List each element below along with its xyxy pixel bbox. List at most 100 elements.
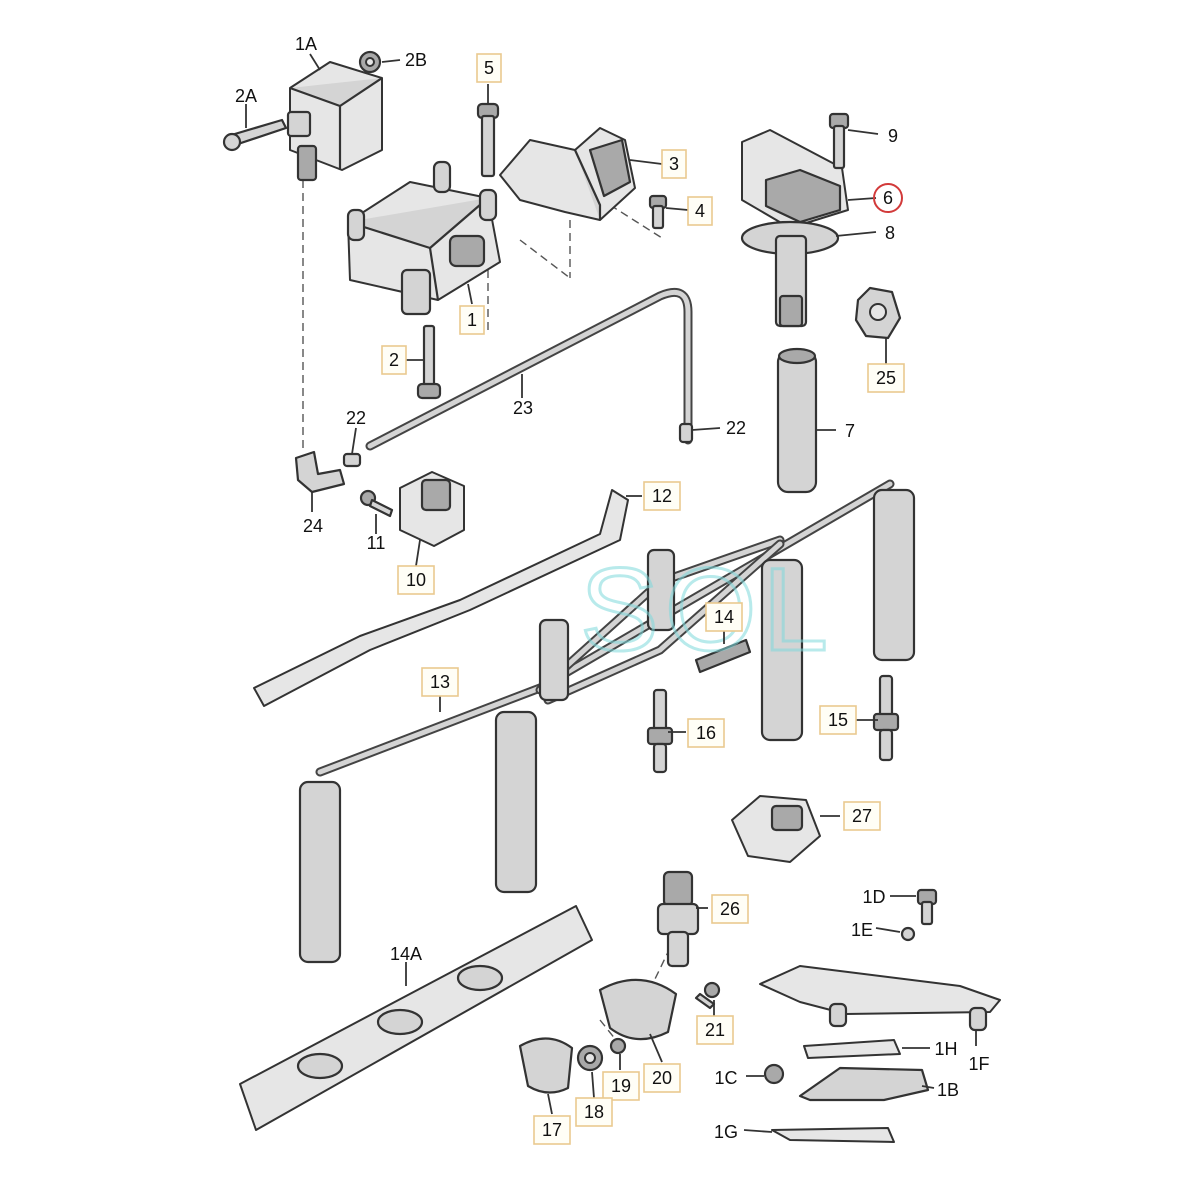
callout-15: 15 bbox=[819, 705, 857, 735]
callout-1f: 1F bbox=[968, 1054, 989, 1074]
callout-1c: 1C bbox=[714, 1068, 737, 1088]
callout-19: 19 bbox=[602, 1071, 640, 1101]
callout-box bbox=[687, 718, 725, 748]
callout-25: 25 bbox=[867, 363, 905, 393]
callout-text: 27 bbox=[852, 806, 872, 826]
callout-box bbox=[843, 801, 881, 831]
callout-2a: 2A bbox=[235, 86, 257, 106]
spark-plug-15 bbox=[872, 674, 900, 762]
callout-text: 8 bbox=[885, 223, 895, 243]
nut-1c bbox=[763, 1063, 785, 1085]
callout-text: 9 bbox=[888, 126, 898, 146]
washer-1e bbox=[900, 926, 916, 942]
bolt-9 bbox=[828, 112, 850, 170]
callout-text: 16 bbox=[696, 723, 716, 743]
nut-2b bbox=[358, 50, 382, 74]
callout-text: 1C bbox=[714, 1068, 737, 1088]
callout-18: 18 bbox=[575, 1097, 613, 1127]
highlight-circle bbox=[873, 183, 903, 213]
callout-text: 2A bbox=[235, 86, 257, 106]
callout-text: 2 bbox=[389, 350, 399, 370]
clamp-17 bbox=[518, 1037, 574, 1094]
hose-clip-22-right bbox=[678, 422, 694, 444]
callout-text: 1E bbox=[851, 920, 873, 940]
callout-text: 7 bbox=[845, 421, 855, 441]
callout-2: 2 bbox=[381, 345, 407, 375]
callout-12: 12 bbox=[643, 481, 681, 511]
callout-text: 1 bbox=[467, 310, 477, 330]
callout-20: 20 bbox=[643, 1063, 681, 1093]
callout-text: 2B bbox=[405, 50, 427, 70]
callout-text: 1A bbox=[295, 34, 317, 54]
callout-text: 25 bbox=[876, 368, 896, 388]
ignition-wire-set-13 bbox=[298, 479, 916, 964]
callout-text: 13 bbox=[430, 672, 450, 692]
callout-text: 4 bbox=[695, 201, 705, 221]
sensor-27 bbox=[731, 795, 821, 863]
bracket-1f bbox=[759, 965, 1001, 1032]
callout-text: 20 bbox=[652, 1068, 672, 1088]
callout-text: 1B bbox=[937, 1080, 959, 1100]
callout-22: 22 bbox=[726, 418, 746, 438]
callout-text: 3 bbox=[669, 154, 679, 174]
callout-1: 1 bbox=[459, 305, 485, 335]
callout-box bbox=[381, 345, 407, 375]
callout-text: 1F bbox=[968, 1054, 989, 1074]
callout-text: 21 bbox=[705, 1020, 725, 1040]
callout-1h: 1H bbox=[934, 1039, 957, 1059]
wire-separator-14 bbox=[694, 638, 752, 674]
vacuum-hose-23 bbox=[365, 288, 693, 451]
callout-box bbox=[819, 705, 857, 735]
callout-1b: 1B bbox=[937, 1080, 959, 1100]
bolt-2 bbox=[416, 324, 442, 400]
callout-text: 14 bbox=[714, 607, 734, 627]
gasket-1g bbox=[771, 1127, 895, 1143]
callout-text: 5 bbox=[484, 58, 494, 78]
callout-text: 17 bbox=[542, 1120, 562, 1140]
callout-box bbox=[711, 894, 749, 924]
callout-text: 1D bbox=[862, 887, 885, 907]
callout-box bbox=[421, 667, 459, 697]
washer-18 bbox=[576, 1044, 604, 1072]
callout-box bbox=[643, 481, 681, 511]
bolt-19 bbox=[609, 1037, 627, 1055]
ignition-coil-6 bbox=[740, 129, 849, 328]
bolt-2a bbox=[222, 118, 288, 152]
callout-text: 14A bbox=[390, 944, 422, 964]
callout-text: 12 bbox=[652, 486, 672, 506]
callout-1g: 1G bbox=[714, 1122, 738, 1142]
callout-text: 1H bbox=[934, 1039, 957, 1059]
clamp-20 bbox=[598, 978, 678, 1041]
watermark: SOL bbox=[579, 543, 830, 678]
bolt-21 bbox=[694, 981, 721, 1010]
callout-23: 23 bbox=[513, 398, 533, 418]
bolt-11 bbox=[359, 489, 394, 518]
callout-6: 6 bbox=[873, 183, 903, 213]
callout-22: 22 bbox=[346, 408, 366, 428]
hose-clip-22-left bbox=[342, 452, 362, 468]
callout-box bbox=[705, 602, 743, 632]
callout-26: 26 bbox=[711, 894, 749, 924]
ignition-module-10 bbox=[399, 471, 465, 547]
callout-9: 9 bbox=[888, 126, 898, 146]
callout-box bbox=[397, 565, 435, 595]
bolt-4 bbox=[648, 194, 668, 230]
sensor-26 bbox=[656, 870, 700, 968]
callout-text: 18 bbox=[584, 1102, 604, 1122]
callout-text: 23 bbox=[513, 398, 533, 418]
callout-box bbox=[696, 1015, 734, 1045]
ignition-coil-1 bbox=[346, 160, 501, 316]
callout-11: 11 bbox=[367, 533, 386, 553]
callout-text: 10 bbox=[406, 570, 426, 590]
callout-8: 8 bbox=[885, 223, 895, 243]
callout-box bbox=[661, 149, 687, 179]
bolt-1d bbox=[916, 888, 938, 926]
callout-text: 24 bbox=[303, 516, 323, 536]
callout-10: 10 bbox=[397, 565, 435, 595]
shield-1b bbox=[798, 1066, 930, 1102]
callout-box bbox=[602, 1071, 640, 1101]
callout-text: 11 bbox=[367, 533, 386, 553]
callout-4: 4 bbox=[687, 196, 713, 226]
